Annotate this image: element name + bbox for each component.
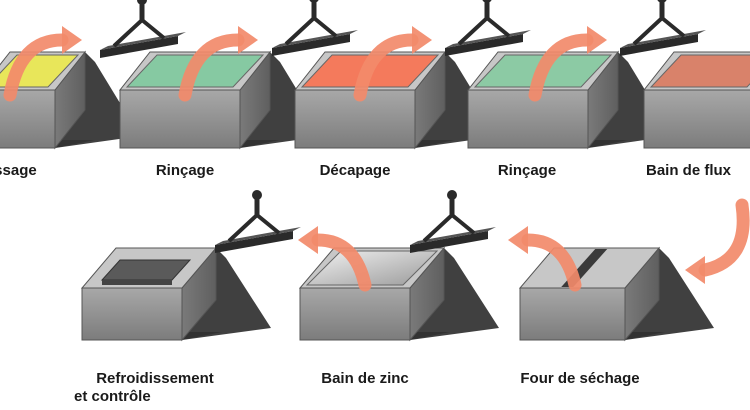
label-degraissage: issage xyxy=(0,162,37,179)
arrow-1 xyxy=(3,33,69,102)
label-four-sechage: Four de séchage xyxy=(520,370,640,387)
hook-beam-6 xyxy=(410,231,488,253)
label-decapage: Décapage xyxy=(319,162,391,179)
shadow-degraissage xyxy=(55,52,140,148)
label-refroidissement: Refroidissement et contrôle xyxy=(70,370,240,406)
lifting-hook-3 xyxy=(445,0,531,56)
arrow-3 xyxy=(353,33,419,102)
hook-beam-4 xyxy=(620,34,698,56)
tank-front-bain-zinc xyxy=(299,287,411,341)
arrow-7 xyxy=(311,233,372,292)
hook-knob-5 xyxy=(252,190,262,200)
lifting-hook-2 xyxy=(272,0,358,56)
tank-front-refroidissement xyxy=(81,287,183,341)
arrow-5 xyxy=(698,198,750,277)
lifting-hook-4 xyxy=(620,0,706,56)
label-bain-zinc: Bain de zinc xyxy=(321,370,409,387)
arrow-3-head xyxy=(412,26,432,54)
hook-knob-3 xyxy=(482,0,492,3)
arrow-7-head xyxy=(298,226,318,254)
label-rincage-2: Rinçage xyxy=(497,162,557,179)
shadow-bain-zinc xyxy=(410,248,499,340)
shadow-refroidissement xyxy=(182,248,271,340)
hook-beam-2 xyxy=(272,34,350,56)
tank-front-rincage-2 xyxy=(467,89,589,149)
label-rincage-1: Rinçage xyxy=(155,162,215,179)
hook-beam-3 xyxy=(445,34,523,56)
hook-knob-1 xyxy=(137,0,147,5)
lifting-hook-5 xyxy=(215,190,301,253)
label-bain-flux: Bain de flux xyxy=(646,162,732,179)
label-refroidissement-line1: Refroidissement xyxy=(96,370,214,387)
arrow-2 xyxy=(178,33,245,102)
shadow-four-sechage xyxy=(625,248,714,340)
arrow-6-head xyxy=(508,226,528,254)
lifting-hook-6 xyxy=(410,190,496,253)
hook-beam-5 xyxy=(215,231,293,253)
arrow-4 xyxy=(528,33,594,102)
hook-knob-6 xyxy=(447,190,457,200)
tank-front-four-sechage xyxy=(519,287,626,341)
hook-knob-4 xyxy=(657,0,667,3)
hook-beam-1 xyxy=(100,36,178,58)
arrow-6 xyxy=(521,233,582,292)
arrow-4-head xyxy=(587,26,607,54)
tank-liquid-bain-flux xyxy=(649,54,750,88)
hook-knob-2 xyxy=(309,0,319,3)
arrow-5-head xyxy=(685,256,705,284)
arrow-2-head xyxy=(238,26,258,54)
steel-profile-edge-refroidissement xyxy=(102,280,172,285)
tank-front-bain-flux xyxy=(643,89,750,149)
arrow-1-head xyxy=(62,26,82,54)
lifting-hook-1 xyxy=(100,0,186,58)
label-refroidissement-line2: et contrôle xyxy=(74,388,151,405)
